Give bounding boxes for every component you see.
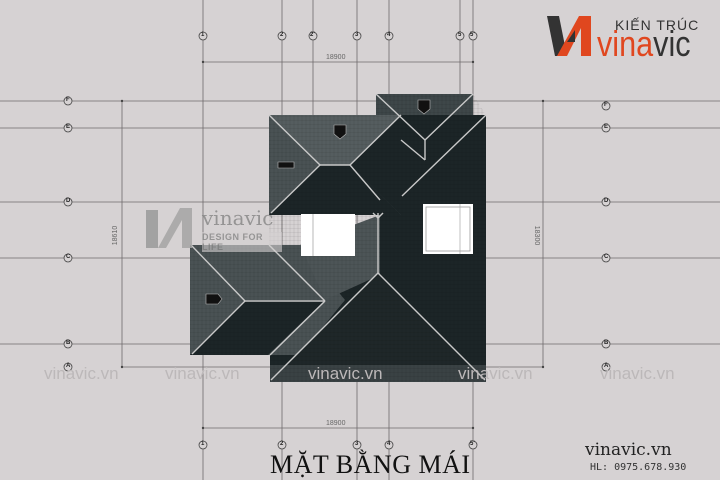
vinavic-logo-icon	[547, 16, 591, 56]
watermark-text: vinavic.vn	[44, 364, 119, 383]
axis-col-label: 5'	[470, 32, 475, 38]
watermark-text: vinavic.vn	[458, 364, 533, 383]
dimension-top: 18900	[326, 54, 346, 61]
skylight-left	[301, 214, 355, 256]
axis-col-label: 1	[201, 32, 205, 38]
axis-row-label: F	[604, 102, 608, 108]
axis-col-label: 2'	[310, 32, 315, 38]
watermark-logo: vinavic DESIGN FOR LIFE	[142, 204, 282, 258]
watermark-text: vinavic.vn	[165, 364, 240, 383]
axis-col-label: 5	[458, 32, 462, 38]
axis-row-label: A	[66, 363, 71, 369]
brand-tagline: KIẾN TRÚC	[615, 17, 700, 33]
axis-row-label: C	[604, 254, 609, 260]
axis-col-label: 3	[355, 441, 359, 447]
axis-col-label: 4	[387, 441, 391, 447]
skylights	[301, 204, 473, 256]
brand-name-part2: vic	[653, 23, 691, 64]
dimension-bottom: 18900	[326, 420, 346, 427]
dimension-ticks	[120, 60, 545, 430]
watermark-text: vinavic.vn	[308, 364, 383, 383]
axis-col-label: 4	[387, 32, 391, 38]
watermark-text: vinavic.vn	[600, 364, 675, 383]
skylight-right	[423, 204, 473, 254]
axis-bubbles	[63, 31, 611, 450]
watermark-logo-name: vinavic	[202, 206, 274, 230]
page-title: MẶT BẰNG MÁI	[270, 450, 471, 479]
roof-surfaces	[190, 94, 486, 382]
roof-vents	[205, 99, 431, 305]
axis-row-label: E	[604, 124, 609, 130]
brand-name: vinavic	[597, 26, 691, 62]
axis-row-label: D	[604, 198, 609, 204]
axis-col-label: 1	[201, 441, 205, 447]
axis-col-label: 2	[280, 32, 284, 38]
watermark-logo-tagline: DESIGN FOR LIFE	[202, 232, 282, 252]
axis-row-label: E	[66, 124, 71, 130]
axis-row-label: D	[66, 198, 71, 204]
footer-hotline: HL: 0975.678.930	[590, 462, 687, 473]
axis-row-label: C	[66, 254, 71, 260]
vinavic-logo-icon	[146, 208, 192, 248]
axis-col-label: 3	[355, 32, 359, 38]
brand-logo: KIẾN TRÚC vinavic	[545, 12, 715, 62]
axis-row-label: A	[604, 363, 609, 369]
roof-ridges	[190, 93, 487, 381]
brand-name-part1: vina	[597, 23, 654, 64]
axis-col-label: 2	[280, 441, 284, 447]
axis-row-label: B	[604, 340, 609, 346]
axis-col-label: 5'	[470, 441, 475, 447]
footer-site: vinavic.vn	[585, 440, 672, 460]
axis-row-label: F	[66, 97, 70, 103]
axis-row-label: B	[66, 340, 71, 346]
